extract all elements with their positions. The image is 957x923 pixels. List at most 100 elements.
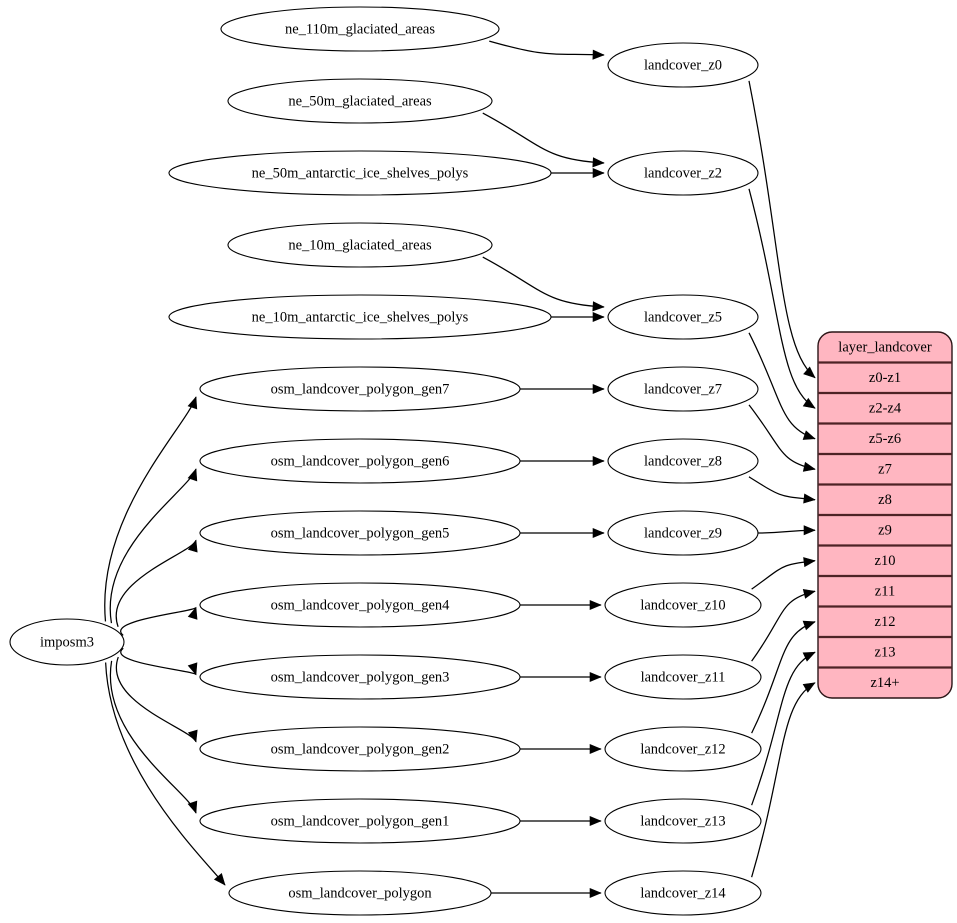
- table-node-osm_landcover_polygon_gen5[interactable]: osm_landcover_polygon_gen5: [199, 510, 521, 556]
- edge-arrowhead: [592, 383, 605, 395]
- node-ellipse[interactable]: [227, 222, 493, 268]
- node-ellipse[interactable]: [604, 798, 762, 844]
- node-ellipse[interactable]: [227, 78, 493, 124]
- landcover-node-landcover_z14[interactable]: landcover_z14: [604, 870, 762, 916]
- edge-imposm3-to-osm_landcover_polygon_gen2: [115, 656, 197, 743]
- node-ellipse[interactable]: [199, 726, 521, 772]
- record-row-label: z11: [875, 584, 895, 600]
- landcover-node-landcover_z5[interactable]: landcover_z5: [607, 294, 759, 340]
- record-row-label: z7: [878, 462, 892, 478]
- table-node-osm_landcover_polygon_gen3[interactable]: osm_landcover_polygon_gen3: [199, 654, 521, 700]
- landcover-node-landcover_z11[interactable]: landcover_z11: [604, 654, 762, 700]
- table-node-osm_landcover_polygon[interactable]: osm_landcover_polygon: [228, 870, 492, 916]
- edge-arrowhead: [589, 599, 602, 611]
- table-node-ne_110m_glaciated_areas[interactable]: ne_110m_glaciated_areas: [220, 6, 500, 52]
- record-row-z11[interactable]: z11: [818, 576, 952, 607]
- node-label: landcover_z10: [640, 597, 725, 613]
- node-label: osm_landcover_polygon_gen7: [271, 381, 450, 397]
- table-node-ne_50m_antarctic_ice_shelves_polys[interactable]: ne_50m_antarctic_ice_shelves_polys: [168, 150, 552, 196]
- node-ellipse[interactable]: [220, 6, 500, 52]
- node-label: osm_landcover_polygon_gen6: [271, 453, 450, 469]
- edge-arrowhead: [589, 887, 602, 899]
- table-node-osm_landcover_polygon_gen4[interactable]: osm_landcover_polygon_gen4: [199, 582, 521, 628]
- edge-arrowhead: [802, 430, 816, 440]
- record-row-z14+[interactable]: z14+: [818, 668, 952, 699]
- node-label: osm_landcover_polygon: [288, 885, 432, 901]
- landcover-node-landcover_z12[interactable]: landcover_z12: [604, 726, 762, 772]
- node-label: landcover_z13: [640, 813, 725, 829]
- table-node-osm_landcover_polygon_gen6[interactable]: osm_landcover_polygon_gen6: [199, 438, 521, 484]
- record-row-z10[interactable]: z10: [818, 546, 952, 577]
- table-node-osm_landcover_polygon_gen2[interactable]: osm_landcover_polygon_gen2: [199, 726, 521, 772]
- landcover-node-landcover_z10[interactable]: landcover_z10: [604, 582, 762, 628]
- node-ellipse[interactable]: [168, 294, 552, 340]
- landcover-node-landcover_z2[interactable]: landcover_z2: [607, 150, 759, 196]
- record-row-z7[interactable]: z7: [818, 454, 952, 485]
- node-ellipse[interactable]: [604, 870, 762, 916]
- node-label: osm_landcover_polygon_gen5: [271, 525, 450, 541]
- node-label: landcover_z7: [644, 381, 722, 397]
- table-node-osm_landcover_polygon_gen1[interactable]: osm_landcover_polygon_gen1: [199, 798, 521, 844]
- table-node-ne_10m_antarctic_ice_shelves_polys[interactable]: ne_10m_antarctic_ice_shelves_polys: [168, 294, 552, 340]
- node-ellipse[interactable]: [607, 42, 759, 88]
- landcover-node-landcover_z9[interactable]: landcover_z9: [607, 510, 759, 556]
- edges-layer: [104, 40, 816, 899]
- record-row-z8[interactable]: z8: [818, 485, 952, 516]
- edge-ne_110m_glaciated_areas-to-landcover_z0: [489, 40, 605, 56]
- node-ellipse[interactable]: [199, 366, 521, 412]
- node-ellipse[interactable]: [604, 726, 762, 772]
- edge-arrowhead: [187, 539, 198, 553]
- node-ellipse[interactable]: [607, 438, 759, 484]
- node-ellipse[interactable]: [9, 618, 125, 666]
- record-row-label: z13: [875, 645, 896, 661]
- edge-arrowhead: [592, 301, 605, 312]
- node-ellipse[interactable]: [607, 366, 759, 412]
- edge-ne_50m_glaciated_areas-to-landcover_z2: [482, 112, 605, 164]
- record-row-z12[interactable]: z12: [818, 607, 952, 638]
- record-row-z13[interactable]: z13: [818, 637, 952, 668]
- node-label: ne_50m_glaciated_areas: [288, 93, 432, 109]
- record-row-layer_landcover[interactable]: layer_landcover: [818, 332, 952, 363]
- edge-landcover_z14-to-row-682.75: [751, 682, 816, 878]
- table-node-ne_10m_glaciated_areas[interactable]: ne_10m_glaciated_areas: [227, 222, 493, 268]
- edge-arrowhead: [187, 606, 198, 620]
- node-ellipse[interactable]: [199, 798, 521, 844]
- node-label: landcover_z2: [644, 165, 722, 181]
- node-ellipse[interactable]: [199, 510, 521, 556]
- landcover-node-landcover_z7[interactable]: landcover_z7: [607, 366, 759, 412]
- edge-arrowhead: [592, 157, 605, 168]
- node-ellipse[interactable]: [199, 582, 521, 628]
- record-row-label: z9: [878, 523, 892, 539]
- node-ellipse[interactable]: [607, 510, 759, 556]
- node-ellipse[interactable]: [604, 582, 762, 628]
- edge-ne_10m_glaciated_areas-to-landcover_z5: [482, 256, 605, 308]
- landcover-node-landcover_z13[interactable]: landcover_z13: [604, 798, 762, 844]
- landcover-node-landcover_z8[interactable]: landcover_z8: [607, 438, 759, 484]
- edge-landcover_z13-to-row-652.25: [751, 651, 816, 806]
- node-ellipse[interactable]: [607, 150, 759, 196]
- node-ellipse[interactable]: [168, 150, 552, 196]
- node-label: landcover_z14: [640, 885, 726, 901]
- record-row-label: z0-z1: [869, 370, 901, 386]
- node-ellipse[interactable]: [604, 654, 762, 700]
- landcover-node-landcover_z0[interactable]: landcover_z0: [607, 42, 759, 88]
- record-row-z5-z6[interactable]: z5-z6: [818, 424, 952, 455]
- table-node-ne_50m_glaciated_areas[interactable]: ne_50m_glaciated_areas: [227, 78, 493, 124]
- edge-arrowhead: [213, 873, 226, 886]
- edge-arrowhead: [803, 366, 816, 379]
- edge-imposm3-to-osm_landcover_polygon_gen6: [109, 468, 197, 624]
- record-row-z9[interactable]: z9: [818, 515, 952, 546]
- edge-arrowhead: [802, 651, 816, 662]
- edge-arrowhead: [802, 397, 816, 409]
- record-row-z2-z4[interactable]: z2-z4: [818, 393, 952, 424]
- node-label: osm_landcover_polygon_gen1: [271, 813, 450, 829]
- source-node-imposm3[interactable]: imposm3: [9, 618, 125, 666]
- node-ellipse[interactable]: [199, 654, 521, 700]
- node-ellipse[interactable]: [228, 870, 492, 916]
- node-ellipse[interactable]: [199, 438, 521, 484]
- node-ellipse[interactable]: [607, 294, 759, 340]
- record-row-z0-z1[interactable]: z0-z1: [818, 363, 952, 394]
- table-node-osm_landcover_polygon_gen7[interactable]: osm_landcover_polygon_gen7: [199, 366, 521, 412]
